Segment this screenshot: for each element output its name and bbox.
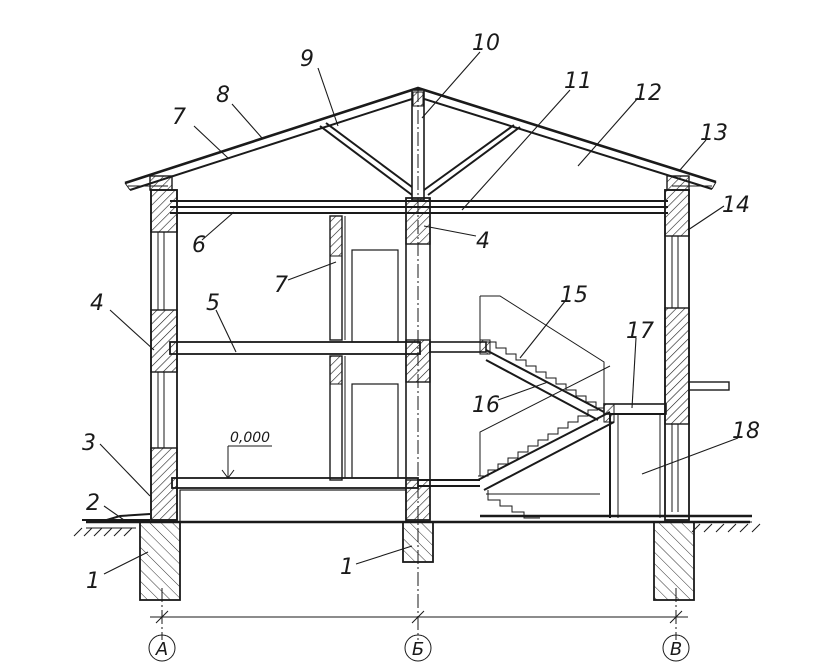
- callout-19: 18: [732, 419, 760, 444]
- axis-label-v: В: [670, 639, 682, 660]
- elevation-marker: 0,000: [221, 430, 272, 479]
- callout-9: 8: [216, 83, 230, 108]
- callout-2: 2: [86, 491, 100, 516]
- callout-16: 15: [560, 283, 588, 308]
- elevation-label: 0,000: [230, 430, 270, 446]
- axis-bubble-v: [662, 634, 690, 662]
- floors: [169, 341, 667, 489]
- axis-bubble-b: [404, 634, 432, 662]
- callout-17: 16: [472, 393, 500, 418]
- callout-8: 7: [172, 105, 186, 130]
- stairs: [477, 295, 615, 519]
- walls: [150, 189, 730, 521]
- callout-12: 11: [564, 69, 592, 94]
- callout-5: 5: [206, 291, 220, 316]
- callout-11: 10: [472, 31, 500, 56]
- axis-bubble-a: [148, 634, 176, 662]
- callout-labels: 7 8 9 10 11 12 13 14 6 4 7 5 4 15 16 17 …: [82, 31, 760, 594]
- ground: [73, 489, 761, 601]
- grid-axes: А Б В: [148, 88, 690, 662]
- callout-3: 3: [82, 431, 96, 456]
- callout-4-middle: 4: [476, 229, 490, 254]
- leaders: [99, 51, 739, 575]
- callout-15: 14: [722, 193, 750, 218]
- callout-18: 17: [626, 319, 654, 344]
- axis-label-b: Б: [412, 639, 424, 660]
- callout-10: 9: [300, 47, 314, 72]
- callout-7: 7: [274, 273, 288, 298]
- callout-6: 6: [192, 233, 206, 258]
- partition: [329, 215, 399, 481]
- callout-14: 13: [700, 121, 728, 146]
- callout-1-middle: 1: [340, 555, 354, 580]
- callout-13: 12: [634, 81, 662, 106]
- callout-1-left: 1: [86, 569, 100, 594]
- vestibule: [609, 413, 666, 518]
- roof: [124, 86, 717, 214]
- axis-label-a: А: [155, 639, 168, 660]
- callout-4-left: 4: [90, 291, 104, 316]
